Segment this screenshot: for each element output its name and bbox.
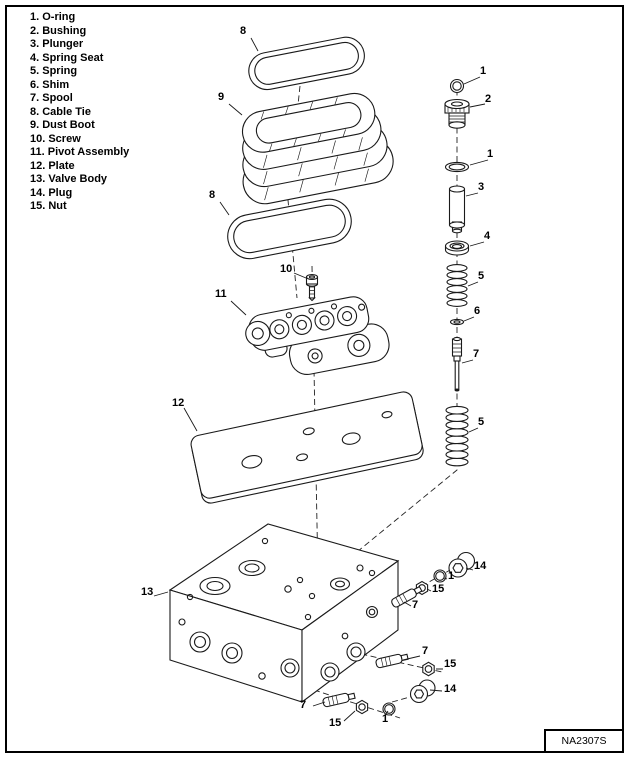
callout-6-shim: 6	[474, 305, 481, 317]
callout-1-oring-bottom: 1	[382, 713, 389, 725]
callout-1-oring-right: 1	[448, 570, 455, 582]
oring-right-drawing	[433, 569, 447, 583]
spring-lower-drawing	[445, 405, 469, 467]
parts-list-item-3: 3. Plunger	[30, 38, 84, 50]
parts-list-item-1: 1. O-ring	[30, 11, 76, 23]
parts-list-item-12: 12. Plate	[30, 159, 75, 172]
cable-tie-top-drawing	[248, 36, 365, 91]
valve-body-drawing	[168, 523, 400, 704]
callout-15-nut-lower-right: 15	[444, 658, 457, 670]
parts-list-item-6: 6. Shim	[30, 78, 70, 91]
callout-14-plug-right: 14	[474, 560, 487, 572]
nut-bottom-drawing	[355, 699, 369, 715]
callout-13-valve-body: 13	[141, 586, 154, 598]
plunger-drawing	[448, 185, 466, 234]
callout-4-spring-seat: 4	[484, 230, 491, 242]
spool-upper-drawing	[451, 336, 463, 392]
oring-mid-drawing	[444, 161, 470, 173]
callout-7-spool-right: 7	[412, 599, 419, 611]
spring-upper-drawing	[446, 264, 468, 307]
parts-list: 1. O-ring 2. Bushing 3. Plunger 4. Sprin…	[30, 11, 129, 214]
callout-14-plug-lower-right: 14	[444, 683, 457, 695]
plug-right-drawing	[448, 551, 476, 578]
callout-8-cable-tie-top: 8	[240, 25, 247, 37]
spool-right-drawing	[391, 585, 423, 608]
shim-drawing	[449, 318, 465, 326]
plug-lower-right-drawing	[409, 679, 436, 704]
parts-list-item-15: 15. Nut	[30, 200, 67, 212]
spool-bottom-drawing	[322, 692, 356, 708]
callout-10-screw: 10	[280, 263, 293, 275]
dust-boot-texture	[260, 97, 369, 201]
oring-bottom-drawing	[382, 702, 396, 716]
pivot-assembly-drawing	[245, 296, 390, 376]
spool-lower-right-drawing	[375, 653, 409, 669]
callout-7-spool-bottom: 7	[300, 699, 307, 711]
figure-code-box: NA2307S	[544, 729, 624, 753]
parts-list-item-7: 7. Spool	[30, 92, 73, 104]
plate-drawing	[190, 391, 424, 504]
parts-list-item-14: 14. Plug	[30, 186, 73, 199]
callout-1-oring-mid: 1	[487, 148, 494, 160]
spring-seat-drawing	[444, 240, 470, 256]
callout-8-cable-tie-lower: 8	[209, 189, 216, 201]
screw-drawing	[305, 274, 319, 302]
parts-list-item-8: 8. Cable Tie	[30, 105, 91, 118]
parts-list-item-4: 4. Spring Seat	[30, 51, 104, 64]
parts-list-item-10: 10. Screw	[30, 132, 81, 145]
figure-code: NA2307S	[561, 735, 607, 747]
parts-list-item-5: 5. Spring	[30, 65, 78, 77]
callout-11-pivot-assembly: 11	[215, 288, 227, 300]
callout-5-spring-lower: 5	[478, 416, 485, 428]
callout-leader-lines	[153, 37, 489, 722]
parts-list-item-11: 11. Pivot Assembly	[30, 146, 130, 158]
cable-tie-bottom-drawing	[227, 198, 352, 260]
callout-15-nut-right: 15	[432, 583, 445, 595]
parts-list-item-13: 13. Valve Body	[30, 173, 108, 185]
callout-5-spring-upper: 5	[478, 270, 485, 282]
parts-list-item-9: 9. Dust Boot	[30, 119, 95, 131]
callout-7-spool-lower-right: 7	[422, 645, 429, 657]
oring-upper-drawing	[449, 78, 465, 94]
callout-12-plate: 12	[172, 397, 185, 409]
callout-2-bushing: 2	[485, 93, 492, 105]
callout-9-dust-boot: 9	[218, 91, 225, 103]
dust-boot-drawing	[241, 92, 394, 205]
callout-7-spool-upper: 7	[473, 348, 480, 360]
bushing-drawing	[444, 98, 470, 129]
callout-3-plunger: 3	[478, 181, 485, 193]
nut-lower-right-drawing	[422, 661, 435, 677]
parts-list-item-2: 2. Bushing	[30, 24, 87, 37]
callout-1-oring-upper: 1	[480, 65, 487, 77]
callout-15-nut-bottom: 15	[329, 717, 342, 729]
